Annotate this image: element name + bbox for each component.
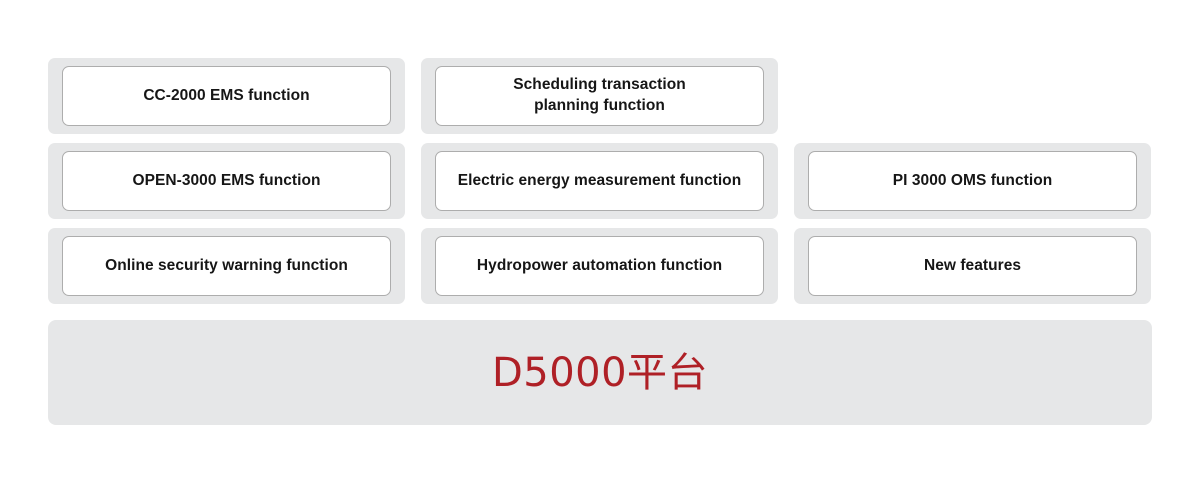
function-card-electric-energy-measurement[interactable]: Electric energy measurement function <box>435 151 764 211</box>
function-card-label: CC-2000 EMS function <box>143 86 310 104</box>
function-card-online-security-warning[interactable]: Online security warning function <box>62 236 391 296</box>
function-card-pi-3000-oms-function[interactable]: PI 3000 OMS function <box>808 151 1137 211</box>
function-card-new-features[interactable]: New features <box>808 236 1137 296</box>
function-card-label: OPEN-3000 EMS function <box>132 171 321 189</box>
function-cell-open-3000-ems-function[interactable]: OPEN-3000 EMS function <box>48 143 405 219</box>
function-cell-electric-energy-measurement[interactable]: Electric energy measurement function <box>421 143 778 219</box>
function-modules-grid: CC-2000 EMS function Scheduling transact… <box>48 58 1152 312</box>
function-card-label: PI 3000 OMS function <box>892 171 1053 189</box>
function-cell-cc-2000-ems-function[interactable]: CC-2000 EMS function <box>48 58 405 134</box>
function-card-label: Hydropower automation function <box>476 256 723 274</box>
function-cell-scheduling-transaction-planning[interactable]: Scheduling transaction planning function <box>421 58 778 134</box>
function-card-label: New features <box>923 256 1022 274</box>
function-card-scheduling-transaction-planning[interactable]: Scheduling transaction planning function <box>435 66 764 126</box>
function-card-label: Electric energy measurement function <box>457 171 742 189</box>
function-cell-online-security-warning[interactable]: Online security warning function <box>48 228 405 304</box>
function-cell-pi-3000-oms-function[interactable]: PI 3000 OMS function <box>794 143 1151 219</box>
function-cell-hydropower-automation[interactable]: Hydropower automation function <box>421 228 778 304</box>
function-card-label: Online security warning function <box>105 256 348 274</box>
platform-banner: D5000平台 <box>48 320 1152 425</box>
function-card-label: Scheduling transaction planning function <box>513 76 686 114</box>
function-cell-new-features[interactable]: New features <box>794 228 1151 304</box>
function-card-hydropower-automation[interactable]: Hydropower automation function <box>435 236 764 296</box>
platform-title: D5000平台 <box>491 349 709 396</box>
function-card-cc-2000-ems-function[interactable]: CC-2000 EMS function <box>62 66 391 126</box>
function-card-open-3000-ems-function[interactable]: OPEN-3000 EMS function <box>62 151 391 211</box>
function-cell-row1-col3-empty <box>794 58 1151 134</box>
